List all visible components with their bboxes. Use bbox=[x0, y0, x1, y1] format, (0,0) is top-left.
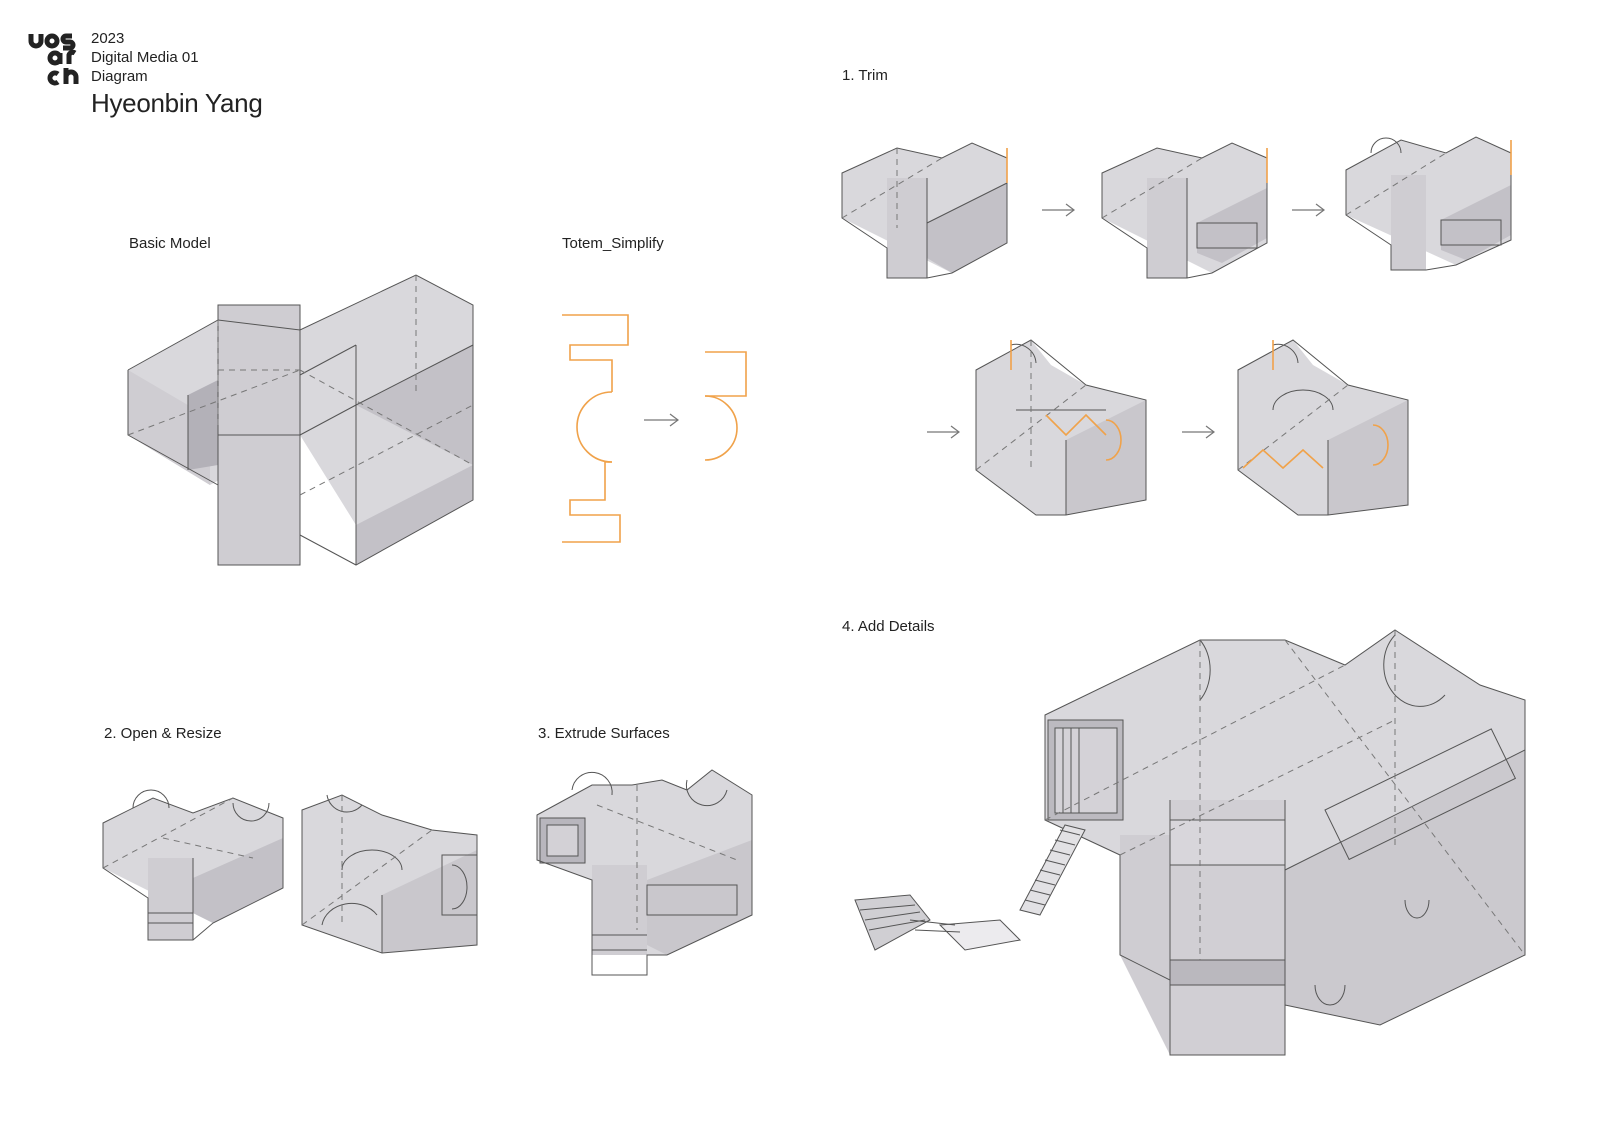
trim-arrow-3 bbox=[927, 425, 960, 439]
trim-step-4-model bbox=[975, 339, 1147, 516]
header-course: Digital Media 01 bbox=[91, 49, 199, 66]
trim-arrow-1 bbox=[1042, 203, 1075, 217]
uos-arch-logo bbox=[28, 33, 79, 86]
header-year: 2023 bbox=[91, 30, 125, 47]
trim-step-5-model bbox=[1237, 339, 1409, 516]
extrude-surfaces-model bbox=[536, 769, 753, 976]
open-resize-label: 2. Open & Resize bbox=[104, 725, 222, 742]
simplify-arrow bbox=[644, 413, 679, 427]
add-details-model bbox=[854, 629, 1526, 1056]
totem-simplify-figure bbox=[562, 314, 747, 543]
basic-model-label: Basic Model bbox=[129, 235, 211, 252]
basic-model-figure bbox=[127, 274, 474, 566]
trim-step-3-model bbox=[1345, 136, 1512, 271]
totem-simplify-label: Totem_Simplify bbox=[562, 235, 664, 252]
open-resize-model-2 bbox=[301, 794, 478, 954]
add-details-label: 4. Add Details bbox=[842, 618, 935, 635]
trim-label: 1. Trim bbox=[842, 67, 888, 84]
author-name: Hyeonbin Yang bbox=[91, 88, 263, 118]
trim-arrow-2 bbox=[1292, 203, 1325, 217]
trim-arrow-4 bbox=[1182, 425, 1215, 439]
trim-step-1-model bbox=[841, 142, 1008, 279]
extrude-surfaces-label: 3. Extrude Surfaces bbox=[538, 725, 670, 742]
header-category: Diagram bbox=[91, 68, 148, 85]
trim-step-2-model bbox=[1101, 142, 1268, 279]
stair-flight bbox=[854, 824, 1086, 951]
open-resize-model-1 bbox=[102, 789, 284, 941]
